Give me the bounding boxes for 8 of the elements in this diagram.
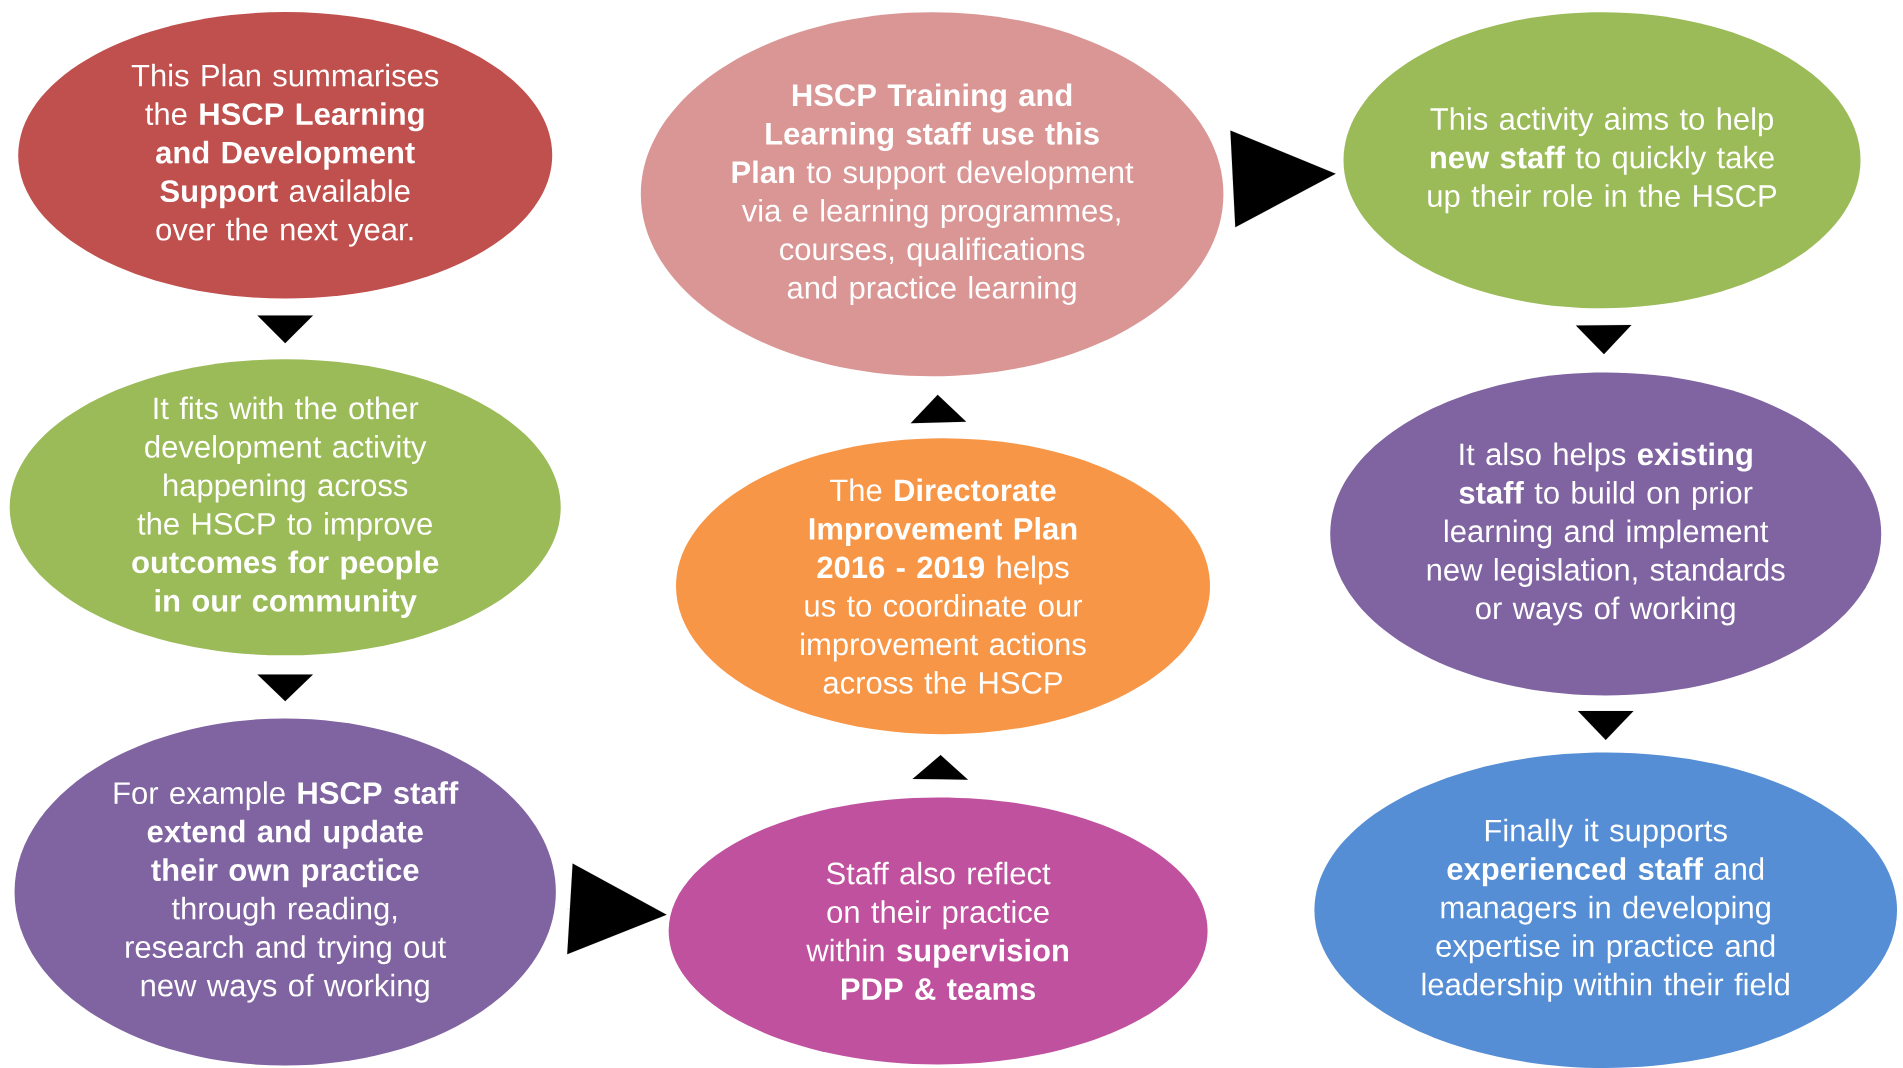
arrow: [257, 674, 314, 702]
arrow: [912, 755, 969, 780]
arrow: [1230, 130, 1336, 228]
arrow: [1577, 711, 1634, 741]
arrow: [1575, 324, 1632, 355]
arrow: [910, 394, 967, 424]
arrow: [566, 863, 667, 955]
arrow: [257, 315, 314, 344]
